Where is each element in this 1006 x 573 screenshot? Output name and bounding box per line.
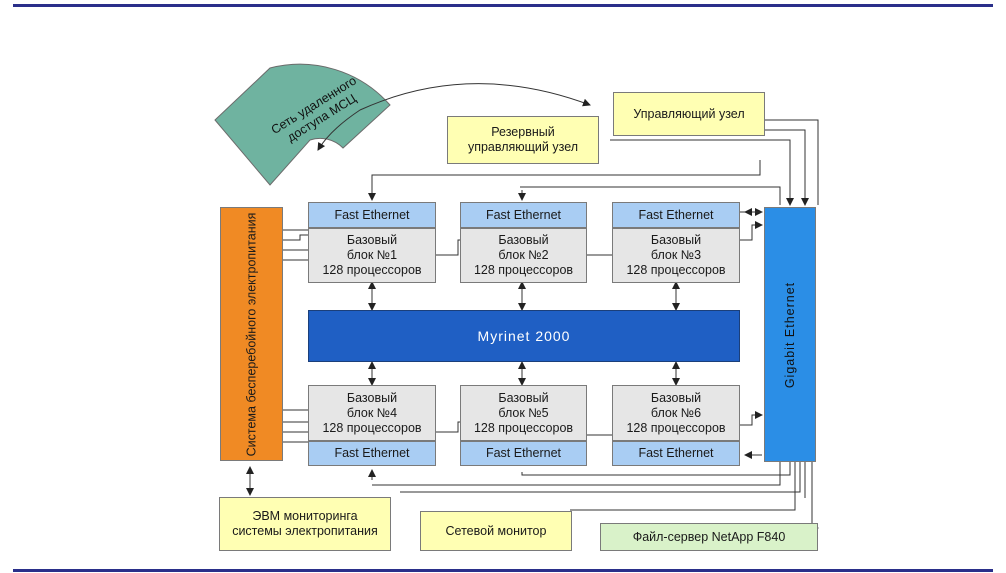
fast-ethernet-4: Fast Ethernet [308,441,436,466]
base-block-2: Базовый блок №2 128 процессоров [460,228,587,283]
fast-ethernet-1: Fast Ethernet [308,202,436,228]
fast-ethernet-6: Fast Ethernet [612,441,740,466]
base-block-4: Базовый блок №4 128 процессоров [308,385,436,441]
base-block-3: Базовый блок №3 128 процессоров [612,228,740,283]
remote-access-cloud [214,63,391,186]
gigabit-ethernet: Gigabit Ethernet [764,207,816,462]
network-monitor: Сетевой монитор [420,511,572,551]
power-system: Система бесперебойного электропитания [220,207,283,461]
top-rule [13,4,993,7]
reserve-control-node: Резервный управляющий узел [447,116,599,164]
control-node: Управляющий узел [613,92,765,136]
bottom-rule [13,569,993,572]
base-block-1: Базовый блок №1 128 процессоров [308,228,436,283]
base-block-6: Базовый блок №6 128 процессоров [612,385,740,441]
fast-ethernet-5: Fast Ethernet [460,441,587,466]
gigabit-label: Gigabit Ethernet [783,281,797,388]
myrinet: Myrinet 2000 [308,310,740,362]
file-server: Файл-сервер NetApp F840 [600,523,818,551]
fast-ethernet-3: Fast Ethernet [612,202,740,228]
base-block-5: Базовый блок №5 128 процессоров [460,385,587,441]
power-monitor-computer: ЭВМ мониторинга системы электропитания [219,497,391,551]
power-system-label: Система бесперебойного электропитания [244,212,258,456]
fast-ethernet-2: Fast Ethernet [460,202,587,228]
